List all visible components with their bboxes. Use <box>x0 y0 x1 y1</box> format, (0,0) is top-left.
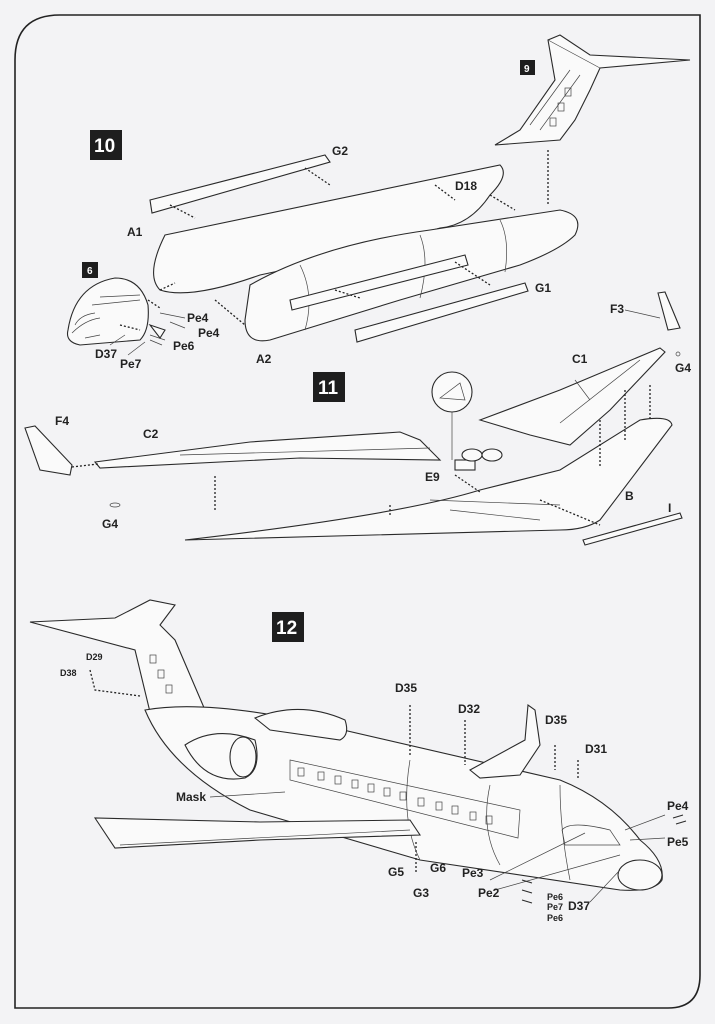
svg-text:12: 12 <box>276 618 297 639</box>
step-10: 10 6 9 G2 A1 <box>66 34 691 371</box>
label-g2: G2 <box>332 144 348 158</box>
page-border <box>14 14 701 1009</box>
label-g1: G1 <box>535 281 551 295</box>
label-g6: G6 <box>430 861 446 875</box>
part-g1 <box>354 282 529 343</box>
label-pe7: Pe7 <box>120 357 142 371</box>
label-pe4: Pe4 <box>667 799 689 813</box>
label-d37: D37 <box>568 899 590 913</box>
svg-text:9: 9 <box>524 64 530 75</box>
label-c2: C2 <box>143 427 159 441</box>
label-pe4-b: Pe4 <box>198 326 220 340</box>
label-pe6: Pe6 <box>173 339 195 353</box>
label-i: I <box>668 501 671 515</box>
label-d37: D37 <box>95 347 117 361</box>
ref-9-badge <box>520 60 535 75</box>
part-g2 <box>149 154 331 214</box>
label-pe5: Pe5 <box>667 835 689 849</box>
svg-text:6: 6 <box>87 266 93 277</box>
label-f4: F4 <box>55 414 69 428</box>
tail-section <box>494 34 691 146</box>
step-10-badge <box>90 130 122 160</box>
label-b: B <box>625 489 634 503</box>
step-11-badge <box>313 372 345 402</box>
label-pe6-b: Pe6 <box>547 913 563 923</box>
label-a2: A2 <box>256 352 272 366</box>
label-c1: C1 <box>572 352 588 366</box>
label-pe2: Pe2 <box>478 886 500 900</box>
label-a1: A1 <box>127 225 143 239</box>
nose-section <box>66 277 186 356</box>
label-pe6-a: Pe6 <box>547 892 563 902</box>
label-d29: D29 <box>86 652 103 662</box>
svg-text:10: 10 <box>94 136 115 157</box>
step-11: 11 F3 C1 G4 F4 C2 E9 B I G4 <box>24 291 691 546</box>
ref-6-badge <box>82 262 98 278</box>
svg-text:11: 11 <box>318 378 339 399</box>
assembled-aircraft <box>29 599 663 891</box>
part-c2 <box>93 431 442 469</box>
label-pe4-a: Pe4 <box>187 311 209 325</box>
part-b <box>184 417 673 541</box>
step-12: 12 D29 <box>29 599 689 923</box>
cabin-windows <box>297 767 493 825</box>
label-pe3: Pe3 <box>462 866 484 880</box>
label-d32: D32 <box>458 702 480 716</box>
label-g3: G3 <box>413 886 429 900</box>
label-d38: D38 <box>60 668 77 678</box>
label-g5: G5 <box>388 865 404 879</box>
label-e9: E9 <box>425 470 440 484</box>
part-c1 <box>478 347 666 446</box>
label-mask: Mask <box>176 790 206 804</box>
label-d35-a: D35 <box>395 681 417 695</box>
label-d35-b: D35 <box>545 713 567 727</box>
label-f3: F3 <box>610 302 624 316</box>
label-d31: D31 <box>585 742 607 756</box>
label-d18: D18 <box>455 179 477 193</box>
label-pe7: Pe7 <box>547 902 563 912</box>
label-g4-right: G4 <box>675 361 691 375</box>
part-i <box>582 512 683 546</box>
label-g4-left: G4 <box>102 517 118 531</box>
step-12-badge <box>272 612 304 642</box>
